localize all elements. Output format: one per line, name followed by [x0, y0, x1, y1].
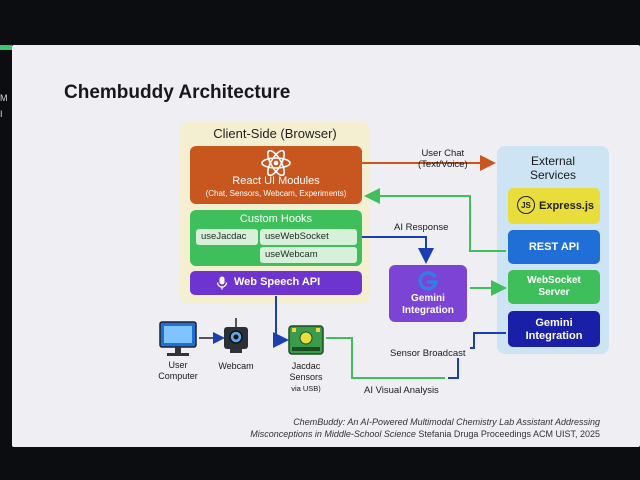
- react-ui-subtitle: (Chat, Sensors, Webcam, Experiments): [205, 189, 347, 198]
- rest-api-box: REST API: [508, 230, 600, 264]
- react-atom-icon: [261, 150, 291, 176]
- webcam-icon: [224, 327, 248, 353]
- hook-usewebcam: useWebcam: [260, 247, 357, 263]
- js-badge-icon: JS: [517, 196, 535, 214]
- custom-hooks-box: Custom Hooks useJacdac useWebSocket useW…: [190, 210, 362, 266]
- user-chat-label-line: User Chat: [421, 148, 465, 159]
- webcam-label: Webcam: [218, 361, 254, 371]
- websocket-server-box: WebSocket Server: [508, 270, 600, 304]
- gemini-service-label-line: Gemini: [535, 317, 573, 329]
- external-services-title-line: External: [530, 154, 576, 168]
- jacdac-sensor-icon: [288, 325, 324, 355]
- caption-line-1: ChemBuddy: An AI-Powered Multimodal Chem…: [293, 417, 600, 427]
- slide-title: Chembuddy Architecture: [64, 82, 291, 103]
- caption-line-2-part: Misconceptions in Middle-School Science: [250, 429, 416, 439]
- client-side-title: Client-Side (Browser): [213, 126, 337, 141]
- jacdac-label-line: Sensors: [289, 372, 323, 382]
- websocket-label-line: Server: [538, 287, 570, 298]
- custom-hooks-title: Custom Hooks: [239, 213, 313, 225]
- user-computer-label: User Computer: [150, 360, 206, 382]
- user-computer-label-line: User: [168, 360, 188, 370]
- external-services-title-line: Services: [529, 168, 576, 182]
- jacdac-label-line: Jacdac: [291, 361, 321, 371]
- left-edge-text: M I: [0, 90, 8, 122]
- external-services-title: External Services: [497, 154, 609, 182]
- gemini-integration-label: Gemini Integration: [389, 293, 467, 317]
- left-edge-letter: M: [0, 93, 8, 103]
- react-ui-title: React UI Modules: [232, 175, 320, 187]
- user-chat-label-line: (Text/Voice): [418, 159, 468, 170]
- hook-usejacdac: useJacdac: [196, 229, 258, 245]
- sensor-broadcast-label: Sensor Broadcast: [390, 348, 466, 359]
- user-chat-label: User Chat (Text/Voice): [418, 148, 468, 170]
- microphone-icon: [216, 276, 228, 290]
- arrow-rest-to-react: [364, 188, 506, 252]
- gemini-integration-service-box: Gemini Integration: [508, 311, 600, 347]
- edge-accent: [0, 45, 12, 50]
- web-speech-api-box: Web Speech API: [190, 271, 362, 295]
- react-ui-modules-box: React UI Modules (Chat, Sensors, Webcam,…: [190, 146, 362, 204]
- gemini-label-line: Integration: [402, 305, 454, 316]
- express-js-label: Express.js: [539, 200, 595, 212]
- gemini-g-icon: [418, 271, 438, 291]
- user-computer-label-line: Computer: [158, 371, 198, 381]
- express-js-box: JS Express.js: [508, 188, 600, 224]
- jacdac-sensors-label: Jacdac Sensors via USB): [280, 361, 332, 394]
- jacdac-label-line: via USB): [291, 384, 321, 393]
- arrow-visual-analysis-up: [448, 358, 459, 379]
- gemini-integration-box: Gemini Integration: [389, 265, 467, 322]
- web-speech-api-label: Web Speech API: [234, 276, 321, 288]
- arrow-jacdac-visual: [326, 337, 445, 379]
- arrow-ai-response: [362, 236, 434, 264]
- hook-usewebsocket: useWebSocket: [260, 229, 357, 245]
- caption-line-2: Misconceptions in Middle-School Science …: [200, 428, 600, 440]
- arrow-sensor-broadcast: [470, 332, 506, 349]
- gemini-label-line: Gemini: [411, 293, 445, 304]
- left-edge-letter: I: [0, 109, 3, 119]
- websocket-label-line: WebSocket: [527, 275, 581, 286]
- citation-caption: ChemBuddy: An AI-Powered Multimodal Chem…: [200, 416, 600, 440]
- computer-monitor-icon: [159, 321, 197, 356]
- caption-line-2-part: Stefania Druga Proceedings ACM UIST, 202…: [415, 429, 600, 439]
- ai-response-label: AI Response: [394, 222, 449, 233]
- ai-visual-analysis-label: AI Visual Analysis: [364, 385, 439, 396]
- arrow-hooks-to-jacdac: [273, 296, 289, 348]
- gemini-service-label-line: Integration: [525, 330, 583, 342]
